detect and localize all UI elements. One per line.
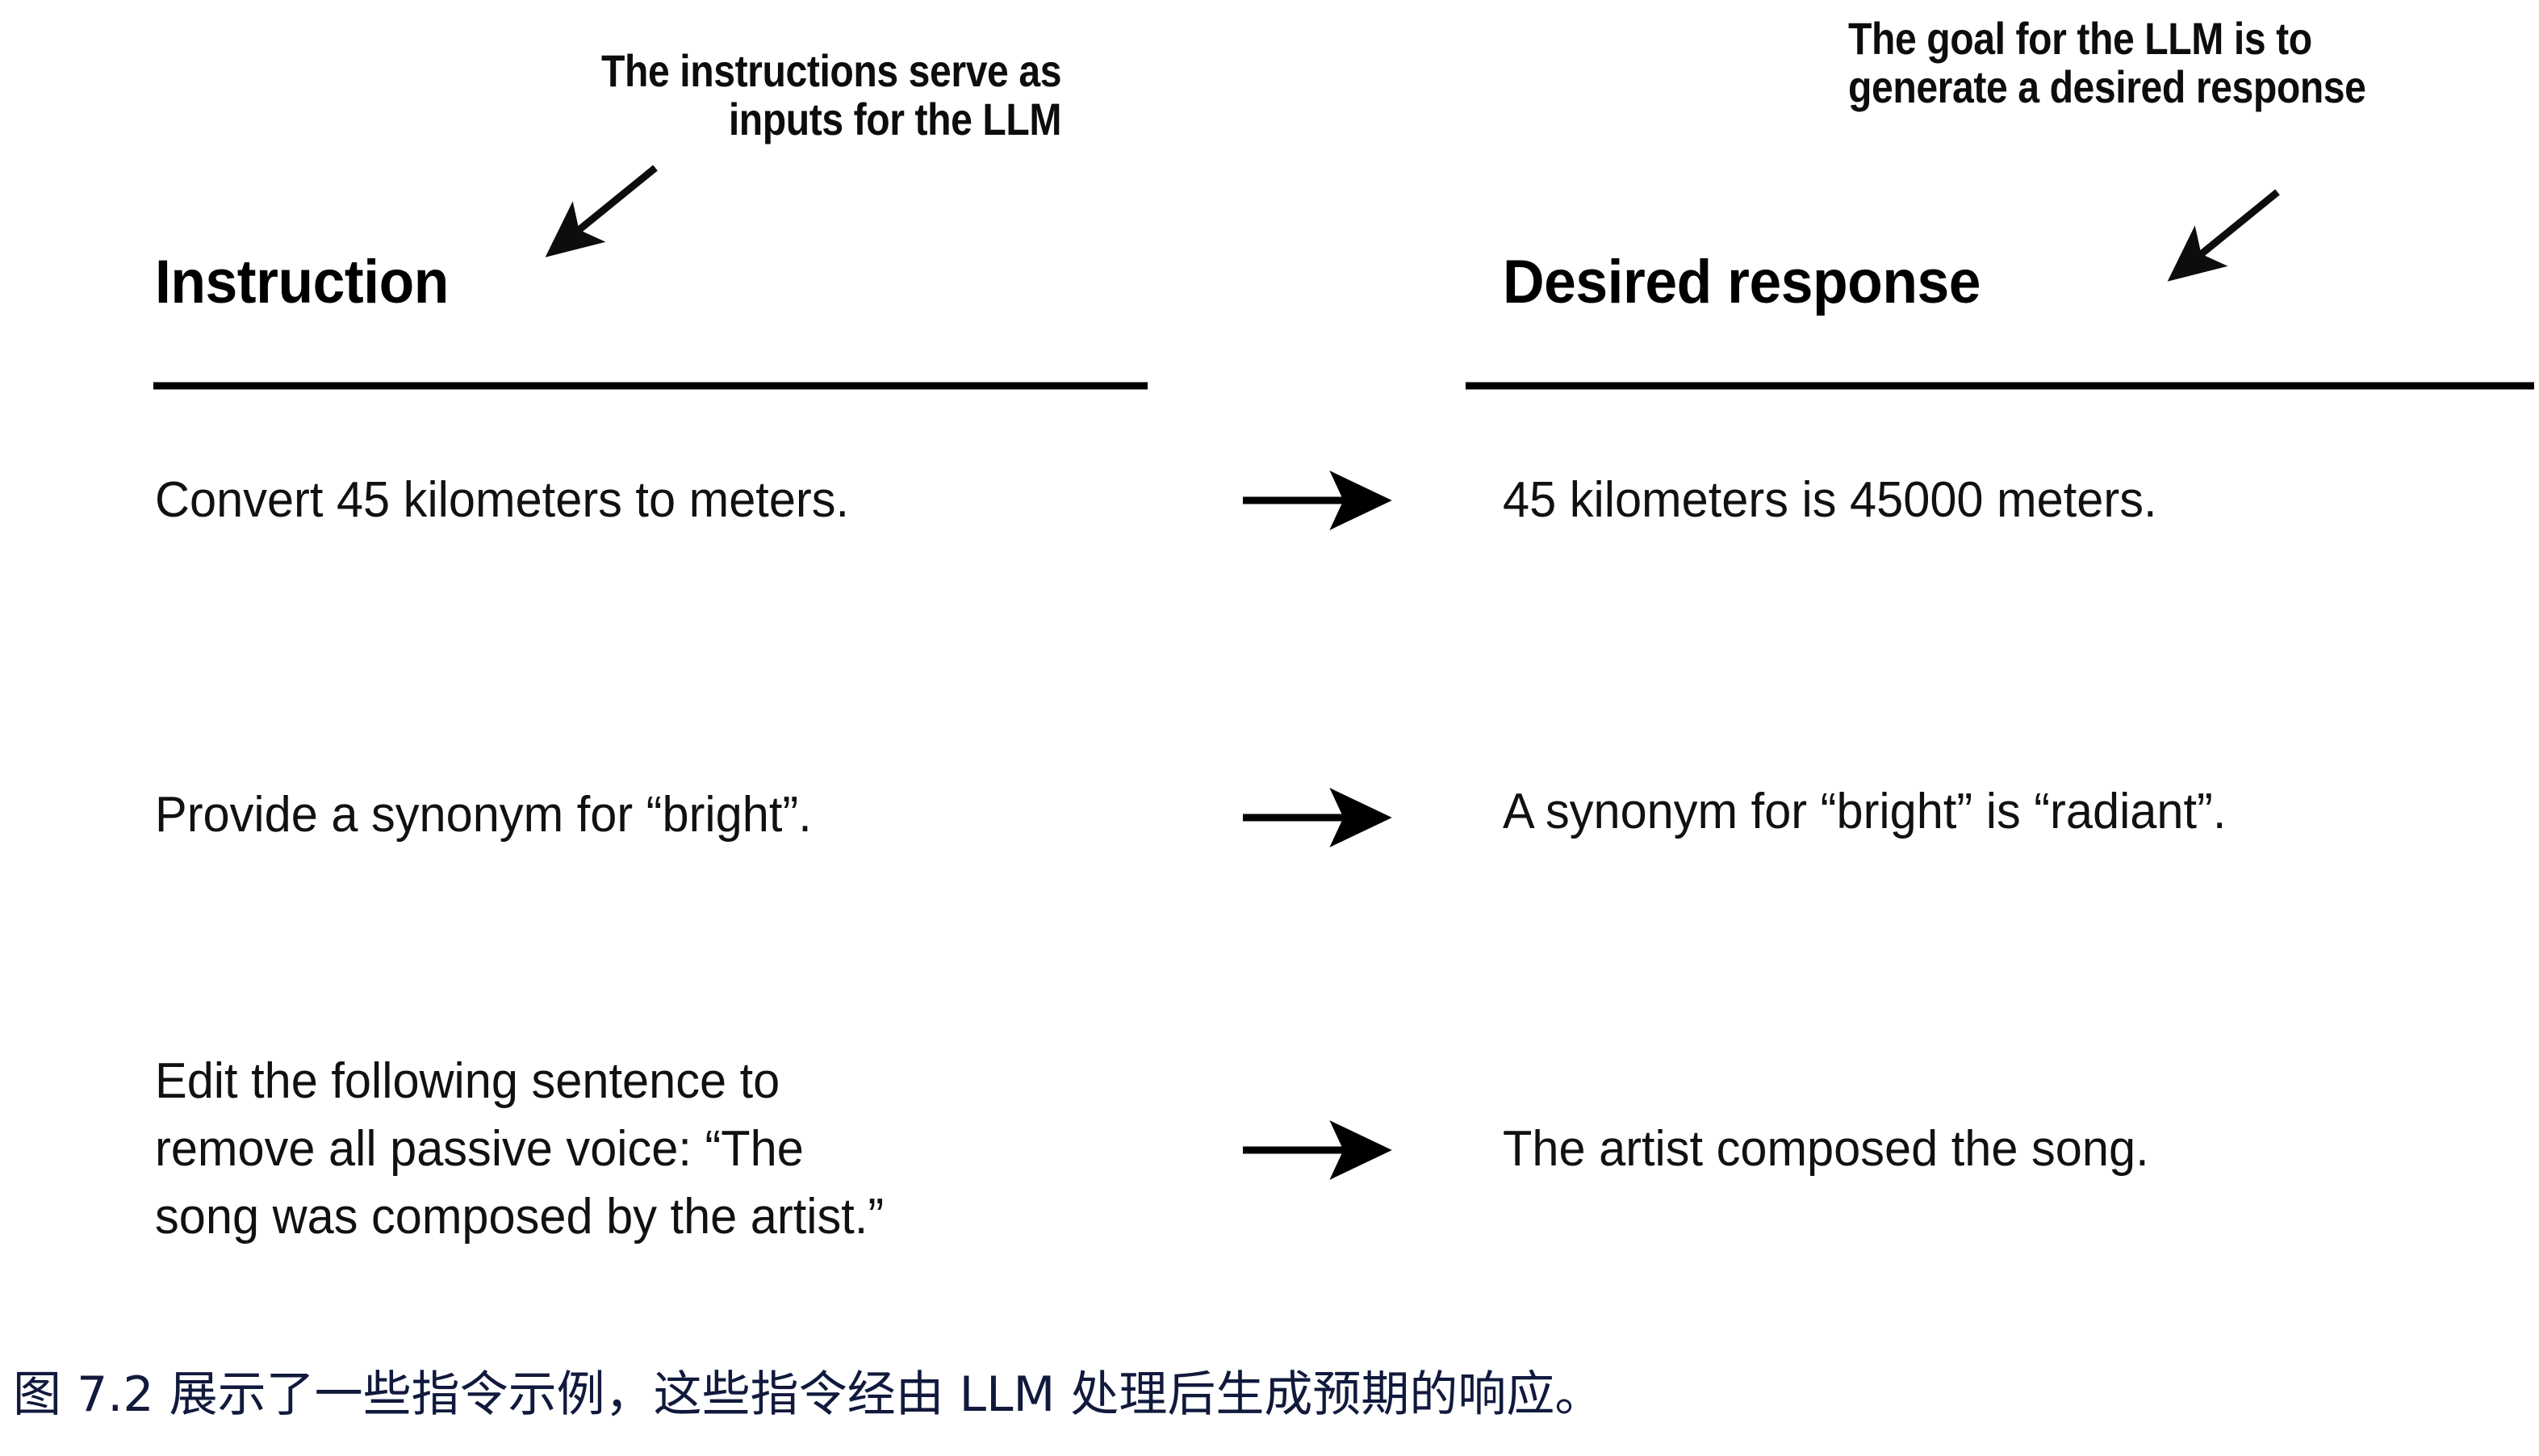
annotation-arrow-right [2167,189,2280,282]
instruction-cell-row-2: Provide a synonym for “bright”. [155,787,812,843]
annotation-callout-right: The goal for the LLM is to generate a de… [1848,13,2366,113]
column-header-instruction: Instruction [155,248,449,316]
response-cell-row-3: The artist composed the song. [1503,1121,2149,1177]
instruction-cell-row-1: Convert 45 kilometers to meters. [155,472,850,528]
response-cell-row-1: 45 kilometers is 45000 meters. [1503,472,2157,528]
annotation-left-line-1: The instructions serve as [601,45,1062,96]
figure-caption: 图 7.2 展示了一些指令示例，这些指令经由 LLM 处理后生成预期的响应。 [13,1366,1604,1423]
column-header-desired-response: Desired response [1503,248,1981,316]
response-cell-row-2: A synonym for “bright” is “radiant”. [1503,784,2227,839]
annotation-callout-left: The instructions serve as inputs for the… [601,45,1062,145]
annotation-left-line-2: inputs for the LLM [728,94,1062,145]
annotation-right-line-1: The goal for the LLM is to [1848,13,2312,64]
instruction-cell-row-3: Edit the following sentence to remove al… [155,1053,885,1245]
annotation-right-line-2: generate a desired response [1848,61,2366,113]
annotation-arrow-left [545,165,658,257]
